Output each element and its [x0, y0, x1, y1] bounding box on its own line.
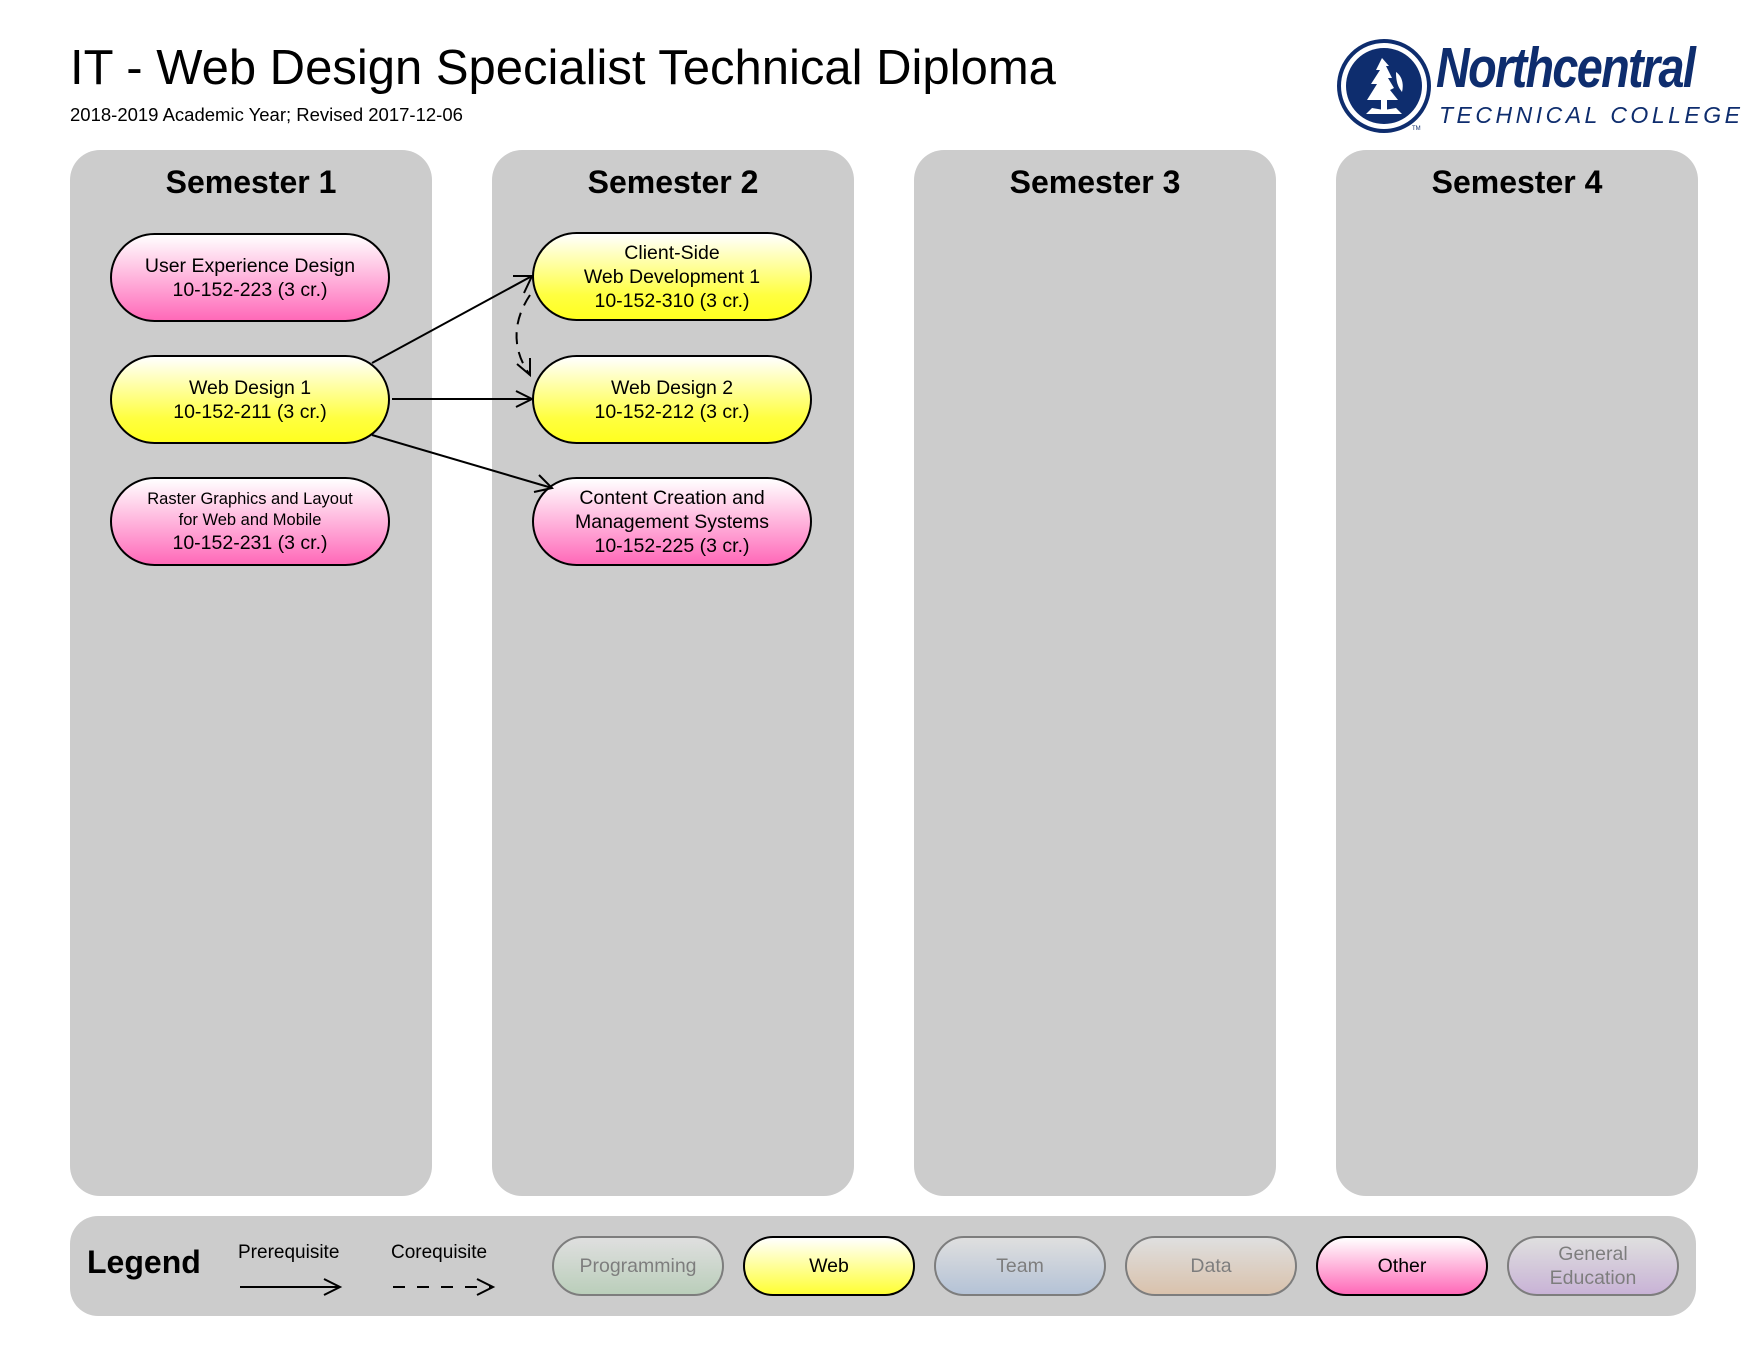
course-name-line: for Web and Mobile	[178, 510, 322, 529]
legend-item-label: General Education	[1549, 1243, 1637, 1289]
page-title: IT - Web Design Specialist Technical Dip…	[70, 41, 1056, 95]
pine-tree-seal-icon	[1337, 39, 1431, 133]
semester-4-column: Semester 4	[1336, 150, 1698, 1196]
legend-item-label: Programming	[579, 1255, 697, 1277]
course-name-line: Management Systems	[574, 510, 769, 533]
semester-title: Semester 3	[1009, 164, 1181, 200]
legend: Legend Prerequisite Corequisite Programm…	[70, 1216, 1696, 1316]
course-content-creation-cms[interactable]: Content Creation and Management Systems …	[532, 477, 812, 566]
course-user-experience-design[interactable]: User Experience Design 10-152-223 (3 cr.…	[110, 233, 390, 322]
legend-prerequisite-label: Prerequisite	[238, 1242, 340, 1263]
legend-item-label: Team	[996, 1255, 1044, 1277]
legend-corequisite-arrow-icon	[393, 1278, 496, 1296]
college-logo: Northcentral TECHNICAL COLLEGE TM	[1336, 36, 1740, 134]
course-code: 10-152-231 (3 cr.)	[172, 531, 328, 554]
course-web-design-1[interactable]: Web Design 1 10-152-211 (3 cr.)	[110, 355, 390, 444]
logo-trademark: TM	[1412, 126, 1421, 132]
legend-team: Team	[934, 1236, 1106, 1296]
legend-item-label: Web	[809, 1255, 849, 1277]
course-code: 10-152-212 (3 cr.)	[594, 400, 750, 423]
course-name: Web Design 1	[188, 376, 312, 399]
course-raster-graphics[interactable]: Raster Graphics and Layout for Web and M…	[110, 477, 390, 566]
course-client-side-web-dev-1[interactable]: Client-Side Web Development 1 10-152-310…	[532, 232, 812, 321]
semester-title: Semester 1	[165, 164, 337, 200]
semester-title: Semester 4	[1431, 164, 1603, 200]
page-subtitle: 2018-2019 Academic Year; Revised 2017-12…	[70, 104, 463, 125]
course-code: 10-152-310 (3 cr.)	[594, 289, 750, 312]
logo-wordmark: Northcentral	[1436, 36, 1696, 100]
legend-other: Other	[1316, 1236, 1488, 1296]
legend-corequisite-label: Corequisite	[391, 1242, 488, 1263]
semester-3-column: Semester 3	[914, 150, 1276, 1196]
legend-item-label: Data	[1190, 1255, 1232, 1277]
course-code: 10-152-223 (3 cr.)	[172, 278, 328, 301]
course-code: 10-152-211 (3 cr.)	[173, 400, 327, 423]
course-name-line: Web Development 1	[583, 265, 761, 288]
course-web-design-2[interactable]: Web Design 2 10-152-212 (3 cr.)	[532, 355, 812, 444]
course-code: 10-152-225 (3 cr.)	[594, 534, 750, 557]
course-name-line: Raster Graphics and Layout	[147, 489, 353, 508]
course-name-line: Content Creation and	[579, 486, 765, 509]
legend-prerequisite-arrow-icon	[240, 1278, 343, 1296]
legend-title: Legend	[87, 1244, 201, 1280]
semester-2-column: Semester 2	[492, 150, 854, 1196]
course-name: User Experience Design	[144, 254, 356, 277]
course-name: Web Design 2	[610, 376, 734, 399]
logo-tagline: TECHNICAL COLLEGE	[1439, 102, 1744, 128]
legend-item-label: Other	[1377, 1255, 1427, 1277]
course-name-line: Client-Side	[624, 241, 720, 264]
legend-web: Web	[743, 1236, 915, 1296]
semester-title: Semester 2	[587, 164, 759, 200]
legend-programming: Programming	[552, 1236, 724, 1296]
legend-data: Data	[1125, 1236, 1297, 1296]
legend-general-education: General Education	[1507, 1236, 1679, 1296]
